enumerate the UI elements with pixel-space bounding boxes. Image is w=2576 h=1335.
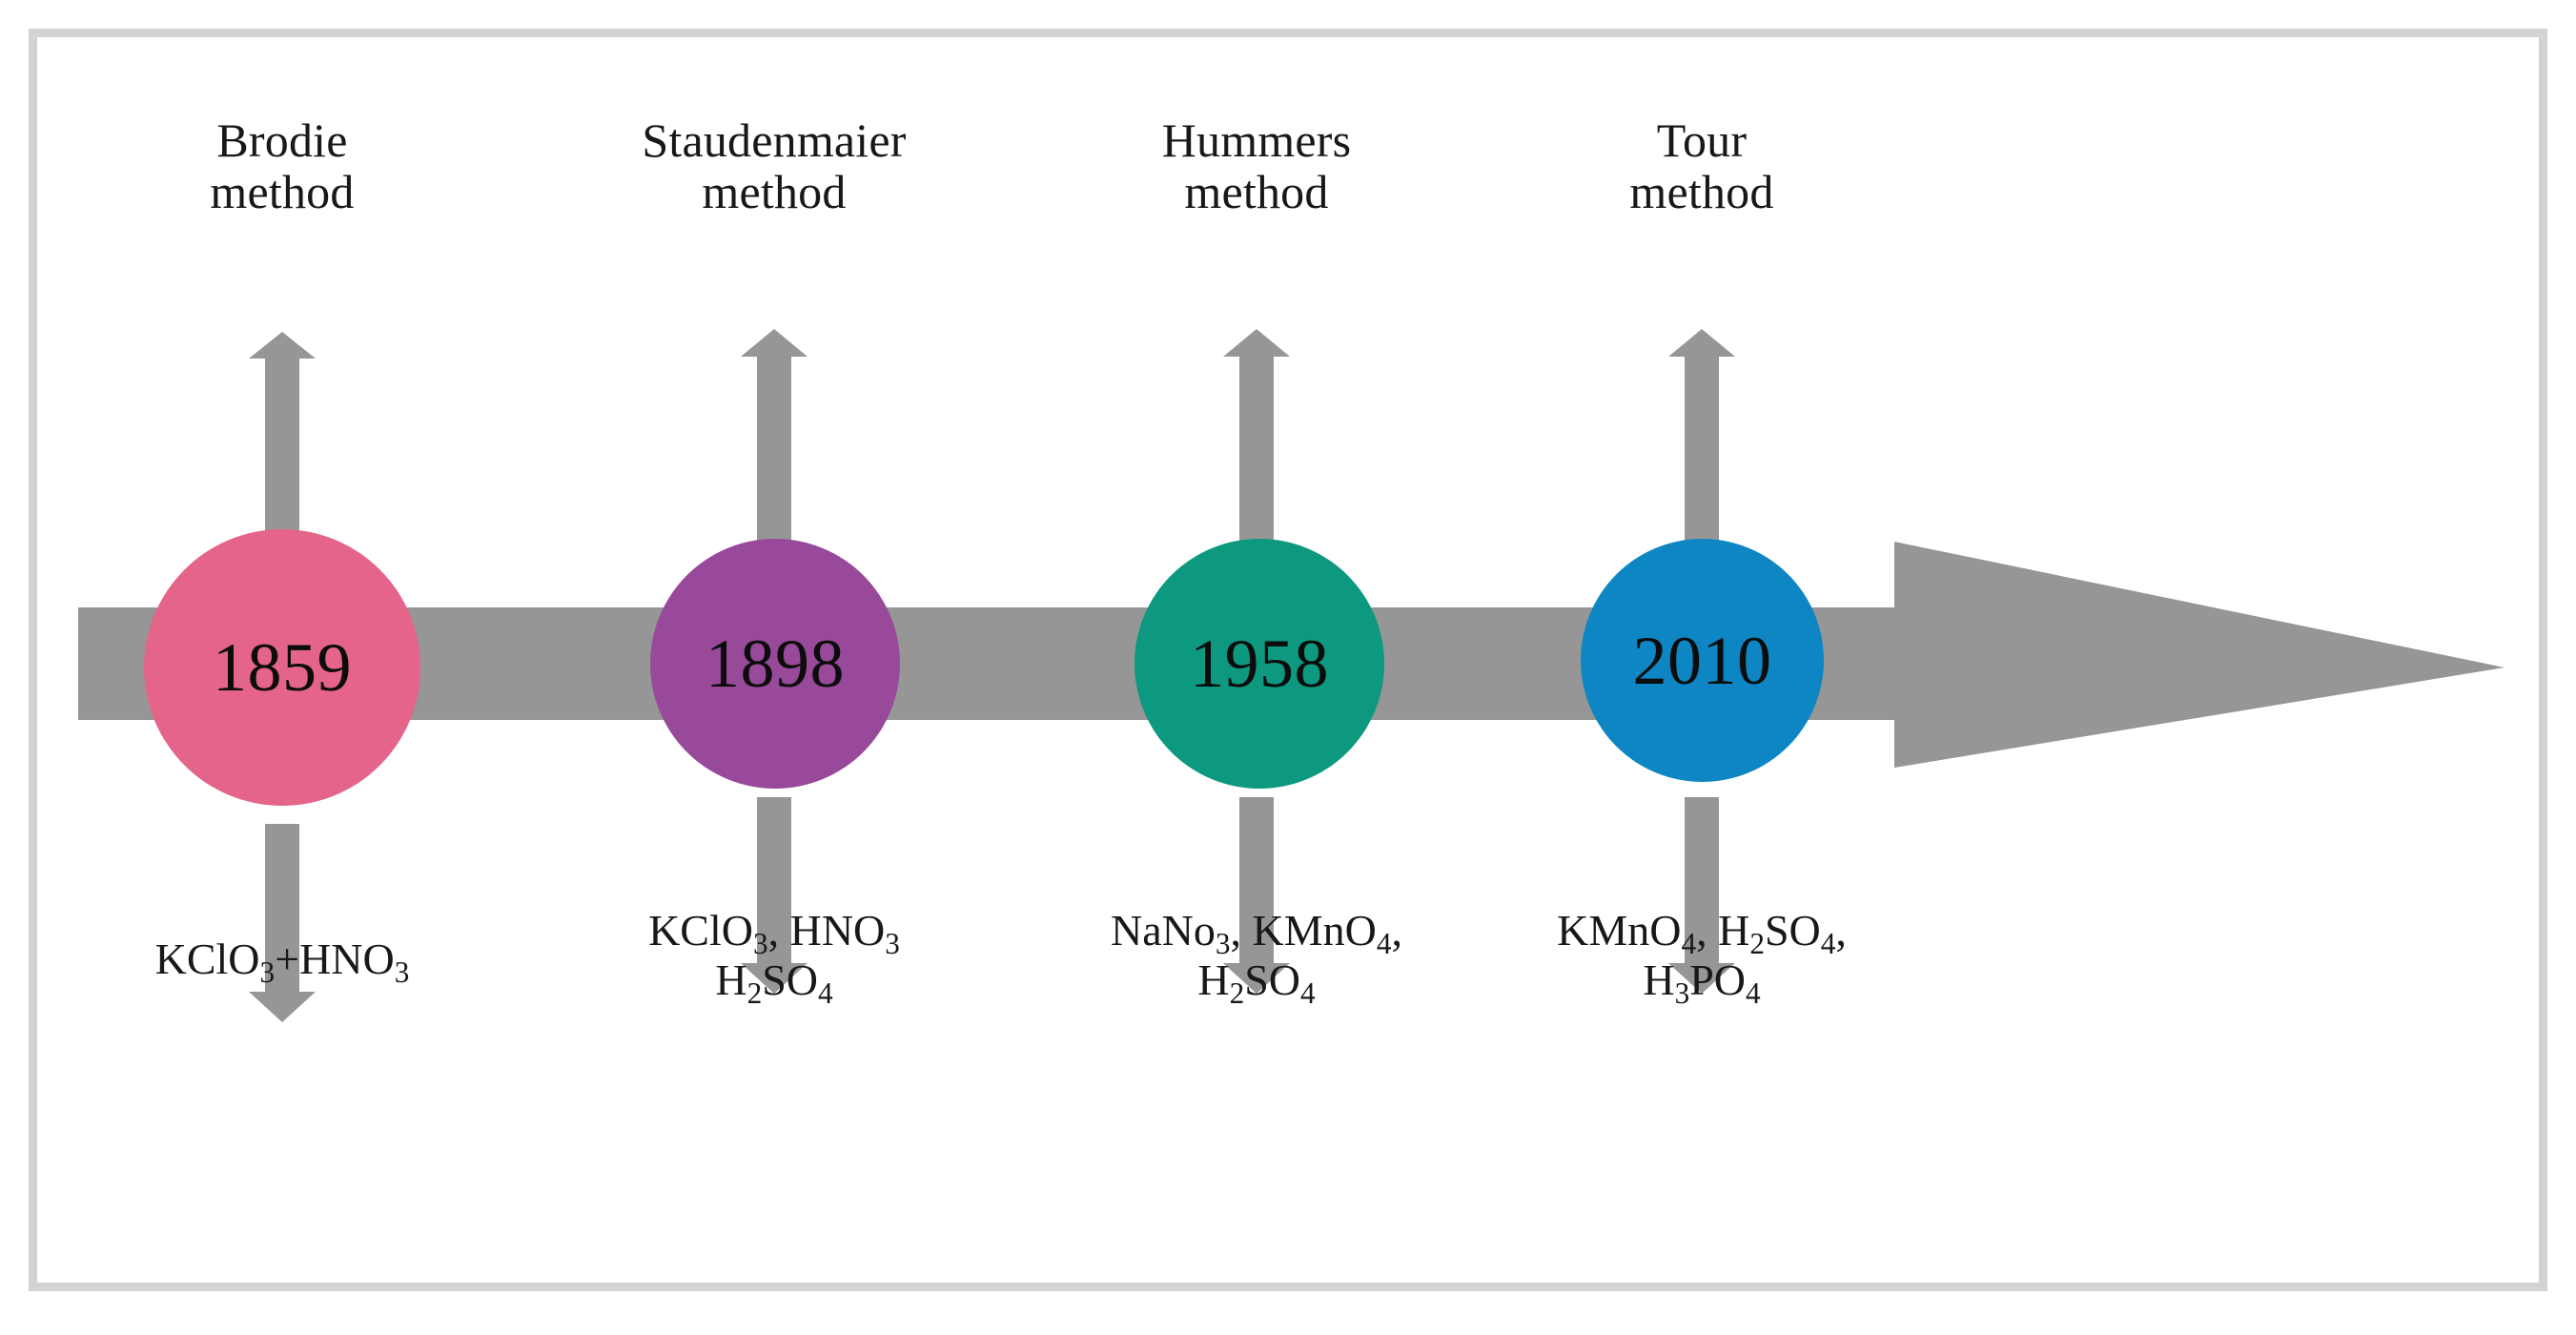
year-bubble-1898[interactable]: 1898 (650, 539, 900, 789)
method-name: Brodie (216, 113, 348, 167)
milestone-1958: Hummers method NaNo3, KMnO4, H2SO4 (1056, 114, 1457, 1068)
reagent-line: KMnO4, H2SO4, (1557, 906, 1847, 960)
method-label-1898: Staudenmaier method (574, 114, 974, 217)
method-name: Hummers (1161, 113, 1352, 167)
year-bubble-2010[interactable]: 2010 (1581, 539, 1824, 782)
reagent-line: H3PO4 (1643, 955, 1761, 1010)
method-name: Tour (1656, 113, 1748, 167)
method-word: method (702, 165, 847, 218)
method-label-2010: Tour method (1502, 114, 1902, 217)
method-word: method (1629, 165, 1774, 218)
reagents-1898: KClO3, HNO3 H2SO4 (574, 906, 974, 1010)
method-name: Staudenmaier (642, 113, 907, 167)
reagent-line: H2SO4 (715, 955, 833, 1010)
reagent-line: NaNo3, KMnO4, (1111, 906, 1402, 960)
reagents-2010: KMnO4, H2SO4, H3PO4 (1502, 906, 1902, 1010)
method-label-1958: Hummers method (1056, 114, 1457, 217)
milestone-1859: Brodie method KClO3+HNO3 (82, 114, 482, 1068)
reagent-line: KClO3+HNO3 (154, 934, 410, 989)
year-bubble-1859[interactable]: 1859 (144, 529, 420, 806)
figure-border (29, 29, 2547, 1291)
milestone-2010: Tour method KMnO4, H2SO4, H3PO4 (1502, 114, 1902, 1068)
reagent-line: KClO3, HNO3 (648, 906, 900, 960)
method-word: method (1184, 165, 1329, 218)
method-word: method (210, 165, 355, 218)
reagent-line: H2SO4 (1197, 955, 1316, 1010)
reagents-1859: KClO3+HNO3 (82, 934, 482, 989)
milestone-1898: Staudenmaier method KClO3, HNO3 H2SO4 (574, 114, 974, 1068)
method-label-1859: Brodie method (82, 114, 482, 217)
reagents-1958: NaNo3, KMnO4, H2SO4 (1056, 906, 1457, 1010)
year-bubble-1958[interactable]: 1958 (1135, 539, 1384, 789)
